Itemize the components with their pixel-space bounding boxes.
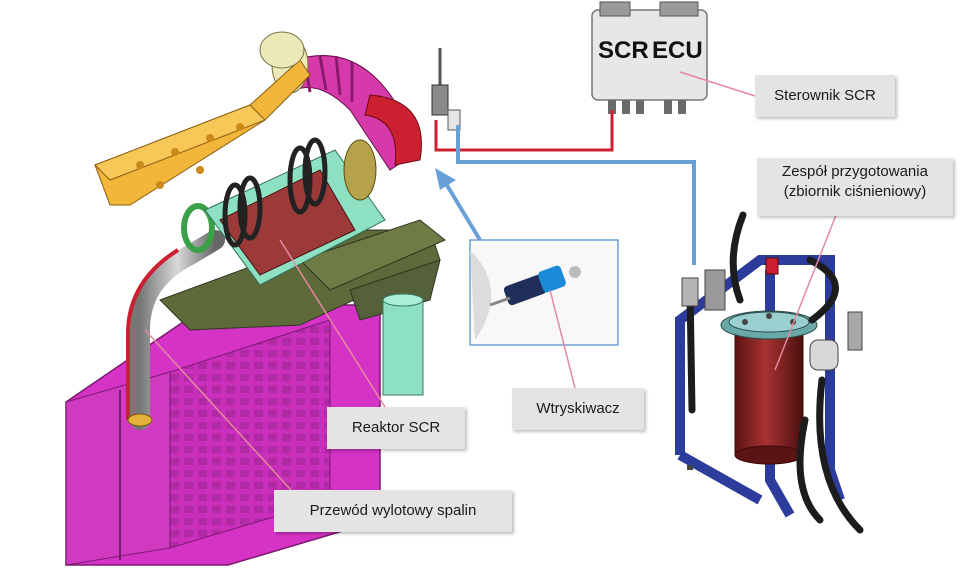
injector-mount — [431, 48, 461, 131]
label-scr-controller: Sterownik SCR — [755, 75, 895, 117]
dosing-line — [456, 125, 696, 265]
ecu-scr-text: SCR — [598, 37, 649, 64]
label-preparation-unit-line1: Zespół przygotowania — [782, 163, 928, 180]
ecu-ecu-text: ECU — [652, 37, 703, 64]
label-injector: Wtryskiwacz — [512, 388, 644, 430]
valves — [681, 257, 863, 371]
label-preparation-unit-line2: (zbiornik ciśnieniowy) — [783, 183, 927, 200]
yellow-manifold — [94, 31, 311, 206]
label-scr-reactor: Reaktor SCR — [327, 407, 465, 449]
scr-reactor — [204, 137, 386, 286]
leader-lines — [144, 71, 837, 501]
control-wire — [434, 110, 614, 152]
injector-arrow — [435, 168, 482, 242]
label-exhaust-pipe: Przewód wylotowy spalin — [274, 490, 512, 532]
label-preparation-unit: Zespół przygotowania (zbiornik ciśnienio… — [757, 158, 953, 216]
injector-detail-inset — [469, 239, 619, 346]
support-frame — [159, 219, 446, 331]
support-post — [382, 293, 424, 396]
scr-ecu-module: SCR ECU — [591, 1, 708, 114]
hoses — [686, 211, 864, 534]
exhaust-outlet-pipe — [126, 203, 225, 430]
